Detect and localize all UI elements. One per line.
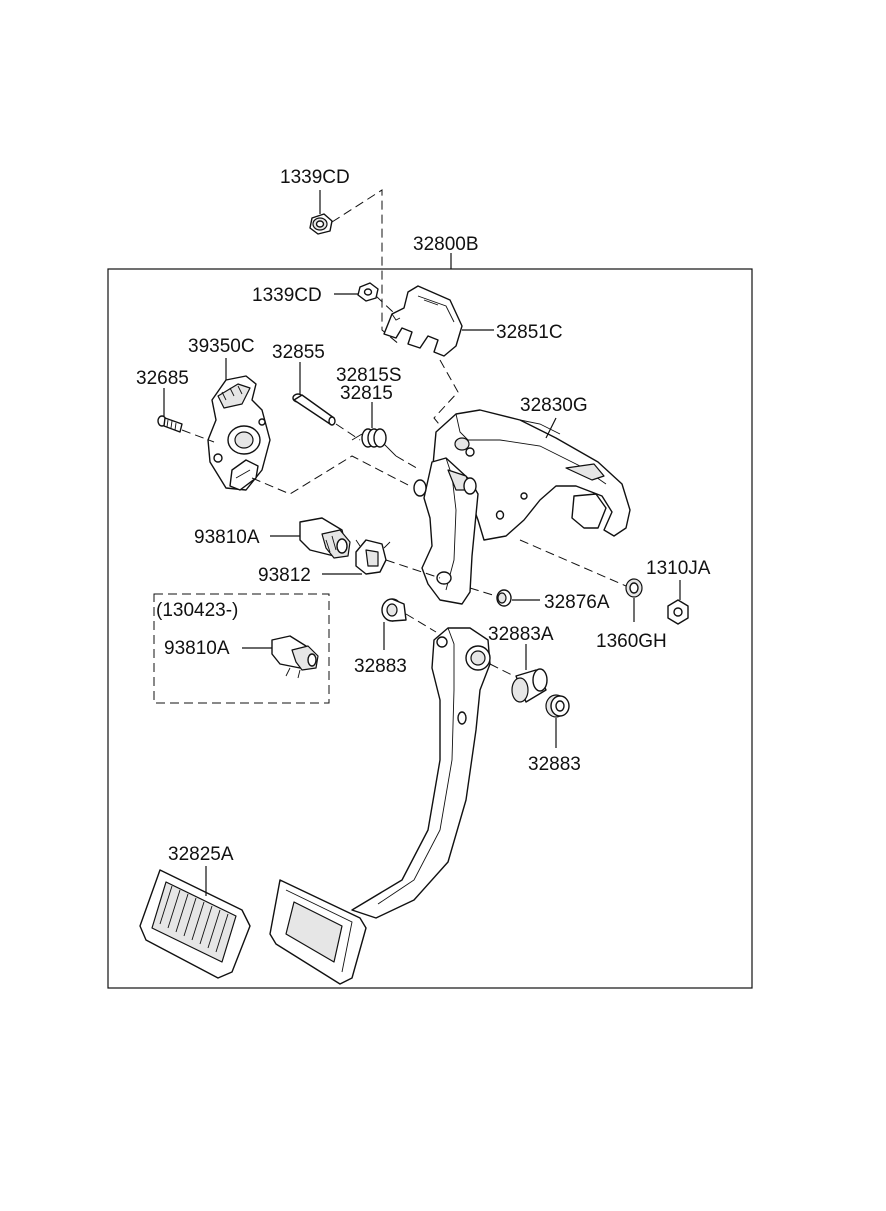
- label-switch-holder: 93812: [258, 565, 311, 586]
- label-pedal-assy: 32800B: [413, 234, 479, 255]
- label-spring-set: 32815S: [336, 365, 402, 386]
- label-nut-right: 1310JA: [646, 558, 711, 579]
- pedal-pad-mounted: [269, 879, 367, 985]
- stop-switch-variant-part: [271, 635, 319, 679]
- label-washer: 1360GH: [596, 631, 667, 652]
- bolt-dash: [181, 429, 215, 443]
- label-pedal-pad: 32825A: [168, 844, 234, 865]
- nut-right-part: [667, 599, 689, 625]
- pedal-arm-dash: [489, 663, 515, 677]
- label-nut-top: 1339CD: [280, 167, 350, 188]
- label-bracket: 32851C: [496, 322, 563, 343]
- sleeve-part: [511, 668, 548, 703]
- bolt-part: [157, 415, 183, 433]
- member-leader: [545, 417, 557, 439]
- label-pin: 32855: [272, 342, 325, 363]
- label-spring: 32815: [340, 383, 393, 404]
- nut-top-dash: [331, 189, 401, 346]
- nut-top-part: [309, 213, 333, 235]
- label-member: 32830G: [520, 395, 588, 416]
- member-part: [431, 409, 631, 541]
- label-bolt: 32685: [136, 368, 189, 389]
- pedal-arm-part: [351, 627, 491, 919]
- nut-bracket-part: [357, 282, 379, 302]
- label-variant-note: (130423-): [156, 600, 238, 621]
- label-bushing-right: 32883: [528, 754, 581, 775]
- stop-switch-part: [299, 517, 351, 559]
- bushing-right-part: [545, 694, 570, 718]
- label-switch-module: 39350C: [188, 336, 255, 357]
- nut-bracket-dash: [375, 295, 413, 331]
- assembly-frame: [107, 268, 753, 989]
- washer-part: [625, 578, 643, 598]
- pin-dash: [335, 423, 361, 441]
- bracket-part: [383, 285, 463, 357]
- switch-module-dash: [251, 455, 411, 495]
- label-nut-bracket: 1339CD: [252, 285, 322, 306]
- spring-dash: [395, 455, 421, 471]
- switch-holder-part: [355, 539, 391, 575]
- label-stop-switch: 93810A: [194, 527, 260, 548]
- washer-dash: [519, 539, 627, 587]
- pedal-pad-part: [139, 869, 251, 979]
- side-plate-part: [413, 457, 479, 605]
- bushing-left-part: [381, 598, 407, 622]
- label-cushion: 32876A: [544, 592, 610, 613]
- label-stop-switch-variant: 93810A: [164, 638, 230, 659]
- bushing-left-dash: [405, 613, 437, 633]
- cushion-part: [496, 589, 512, 607]
- variant-box: [153, 593, 330, 704]
- switch-module-part: [207, 375, 271, 491]
- label-sleeve: 32883A: [488, 624, 554, 645]
- cushion-dash: [469, 587, 497, 597]
- pin-part: [292, 393, 336, 426]
- switch-holder-dash: [385, 559, 441, 579]
- spring-part: [351, 428, 397, 457]
- label-bushing-left: 32883: [354, 656, 407, 677]
